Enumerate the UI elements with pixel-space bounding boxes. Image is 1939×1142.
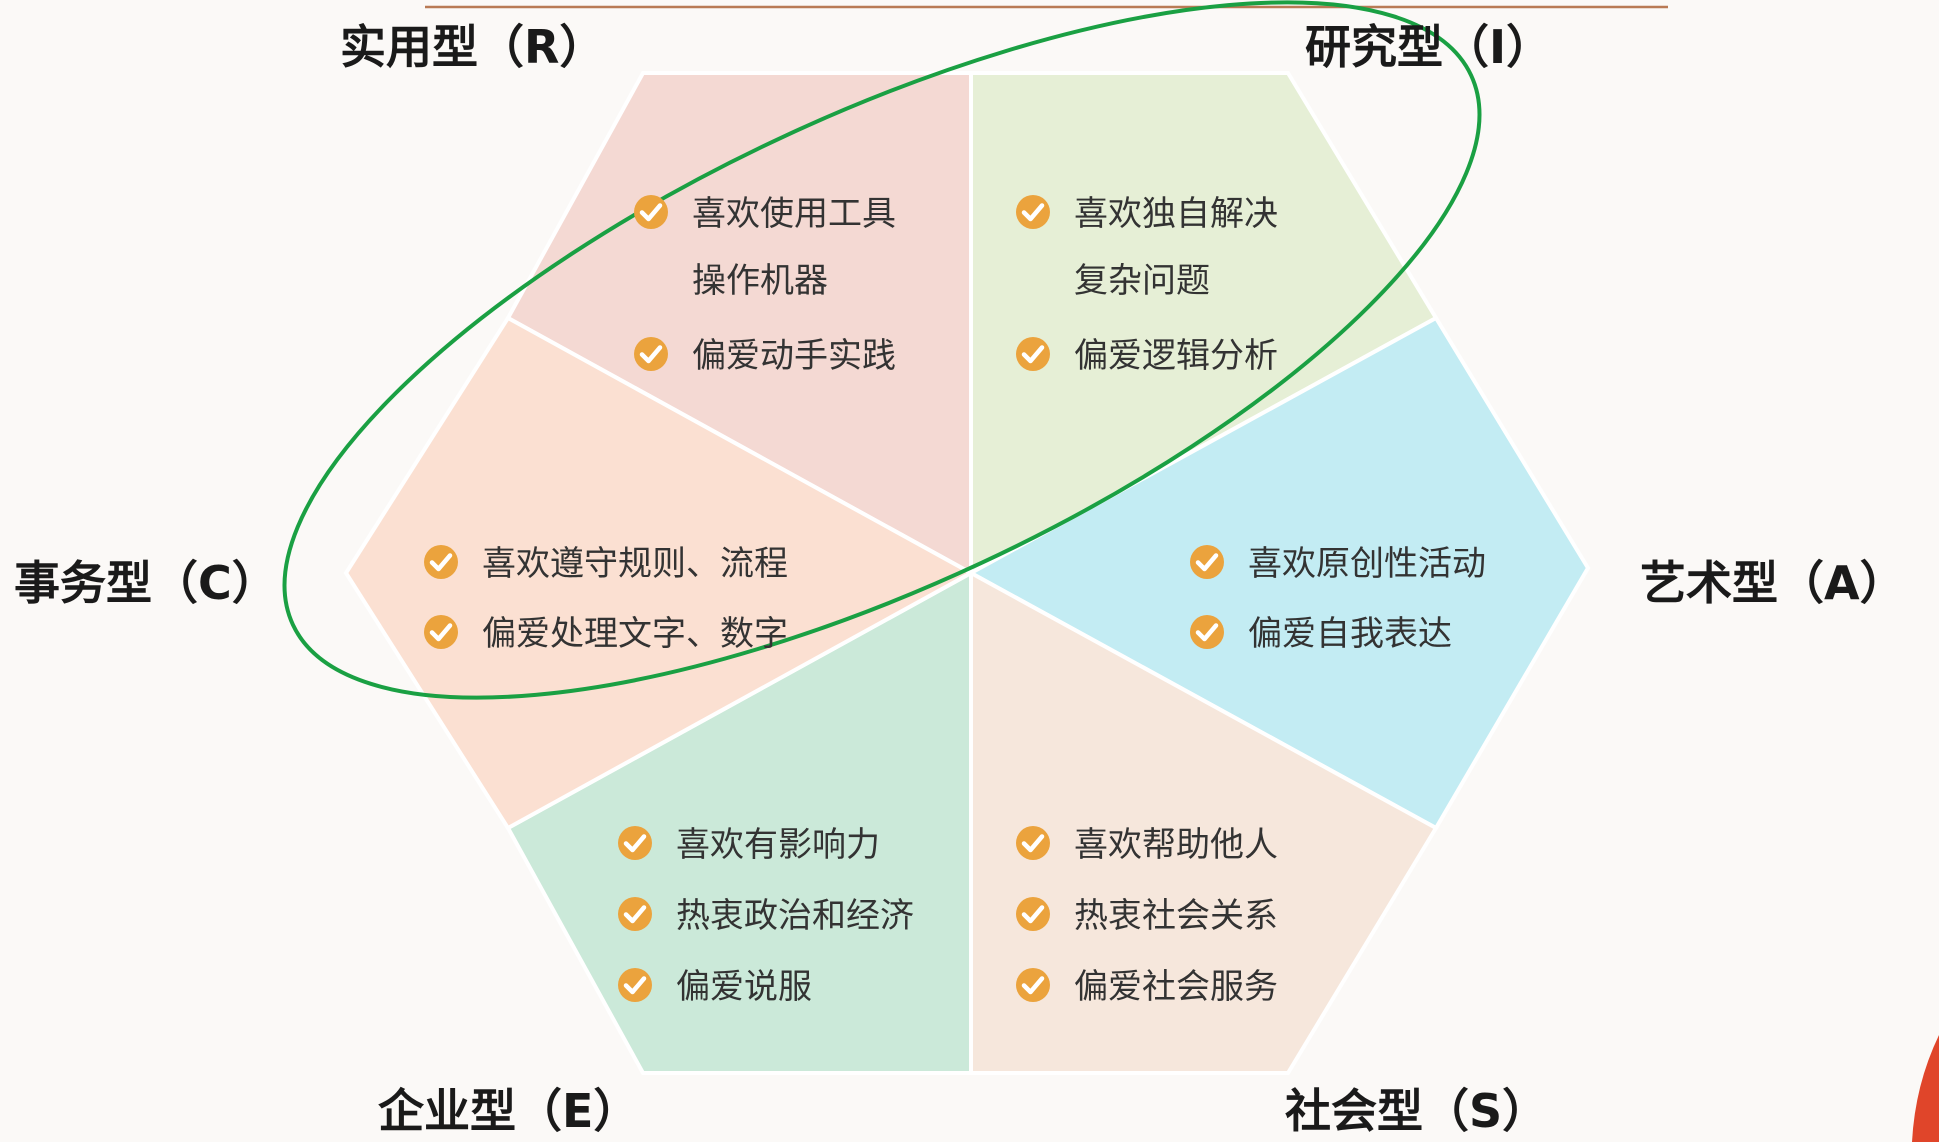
check-circle-icon (1014, 824, 1052, 862)
check-circle-icon (422, 613, 460, 651)
check-circle-icon (1188, 543, 1226, 581)
type-label-conventional: 事务型（C） (14, 556, 278, 610)
list-item-conventional-1: 喜欢遵守规则、流程 (422, 543, 788, 581)
list-item-realistic-1-cont: 操作机器 (692, 261, 828, 301)
list-item-enterprising-1: 喜欢有影响力 (616, 824, 880, 862)
list-item-investigative-1: 喜欢独自解决 (1014, 193, 1278, 231)
list-item-realistic-1: 喜欢使用工具 (632, 193, 896, 231)
list-item-conventional-2: 偏爱处理文字、数字 (422, 613, 788, 651)
check-circle-icon (1014, 966, 1052, 1004)
list-item-social-3: 偏爱社会服务 (1014, 966, 1278, 1004)
list-item-artistic-1: 喜欢原创性活动 (1188, 543, 1486, 581)
highlight-ellipse (282, 0, 1482, 700)
type-label-social: 社会型（S） (1285, 1084, 1549, 1138)
list-item-investigative-2: 偏爱逻辑分析 (1014, 335, 1278, 373)
type-label-realistic: 实用型（R） (340, 20, 606, 74)
check-circle-icon (616, 895, 654, 933)
check-circle-icon (1188, 613, 1226, 651)
type-label-artistic: 艺术型（A） (1640, 556, 1906, 610)
list-item-investigative-1-cont: 复杂问题 (1074, 261, 1210, 301)
list-item-social-2: 热衷社会关系 (1014, 895, 1278, 933)
segment-conventional (343, 315, 976, 831)
list-item-social-1: 喜欢帮助他人 (1014, 824, 1278, 862)
list-item-enterprising-3: 偏爱说服 (616, 966, 812, 1004)
check-circle-icon (422, 543, 460, 581)
check-circle-icon (1014, 193, 1052, 231)
check-circle-icon (1014, 335, 1052, 373)
list-item-realistic-2: 偏爱动手实践 (632, 335, 896, 373)
corner-mark (1912, 1035, 1939, 1142)
check-circle-icon (632, 193, 670, 231)
check-circle-icon (616, 966, 654, 1004)
list-item-enterprising-2: 热衷政治和经济 (616, 895, 914, 933)
check-circle-icon (616, 824, 654, 862)
list-item-artistic-2: 偏爱自我表达 (1188, 613, 1452, 651)
check-circle-icon (1014, 895, 1052, 933)
type-label-enterprising: 企业型（E） (378, 1084, 640, 1138)
check-circle-icon (632, 335, 670, 373)
type-label-investigative: 研究型（I） (1305, 20, 1553, 74)
